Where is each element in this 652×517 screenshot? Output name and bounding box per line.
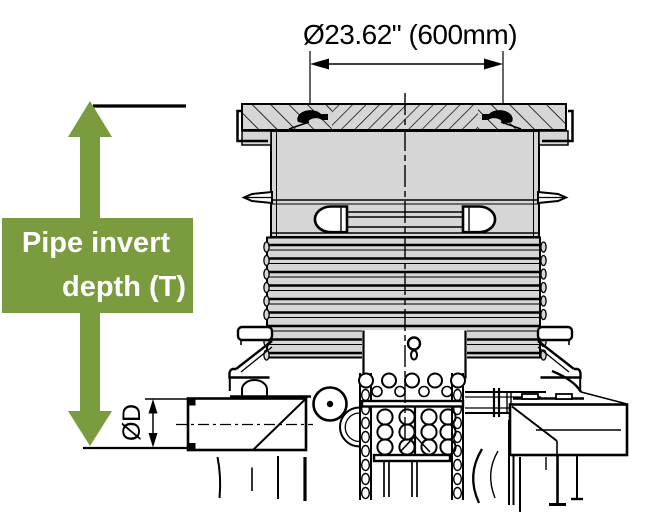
invert-depth-label-line1: Pipe invert — [22, 227, 171, 259]
top-diameter-label: Ø23.62" (600mm) — [303, 19, 517, 50]
top-circle-row — [358, 372, 466, 398]
arrowhead-up-icon — [148, 399, 158, 414]
keyhole-icon — [406, 336, 422, 351]
arrowhead-left-icon — [310, 58, 329, 70]
riser-body — [267, 130, 540, 238]
outlet-pipe-right — [508, 369, 629, 457]
flange-tab — [236, 325, 274, 342]
channel-arc — [472, 448, 483, 504]
lift-handle — [313, 205, 349, 234]
gasket-arc — [339, 406, 360, 448]
rail-perforations — [361, 374, 463, 500]
roller-center-dot — [326, 400, 334, 408]
pipe-diameter-label: ØD — [118, 405, 146, 442]
invert-depth-label-box — [2, 218, 193, 313]
invert-depth-label-line2: depth (T) — [62, 271, 186, 303]
invert-depth-annotation: Pipe invert depth (T) — [2, 101, 193, 446]
right-support-legs — [519, 455, 583, 512]
pipe-saddle — [241, 379, 268, 397]
corrugation-ridges — [268, 243, 539, 355]
frame-skirt — [241, 130, 272, 146]
arrowhead-right-icon — [484, 58, 503, 70]
pipe-diameter-dimension: ØD — [83, 398, 191, 450]
arrowhead-down-icon — [148, 433, 158, 448]
riser-side-details — [228, 109, 349, 391]
top-dimension: Ø23.62" (600mm) — [303, 19, 518, 106]
cover-lip — [236, 109, 268, 143]
manhole-cover — [241, 103, 567, 131]
perforated-column — [358, 372, 466, 500]
cone-ledge — [228, 367, 270, 379]
corrugation-edge-bumps — [263, 241, 270, 361]
inlet-pipe-left — [176, 397, 313, 452]
chamber-base — [176, 369, 629, 512]
left-support-legs — [216, 456, 307, 501]
perforation-grid — [376, 408, 457, 456]
cover-seal-icon — [297, 110, 328, 124]
cone-edge — [235, 340, 273, 370]
cutaway-window — [362, 330, 467, 379]
